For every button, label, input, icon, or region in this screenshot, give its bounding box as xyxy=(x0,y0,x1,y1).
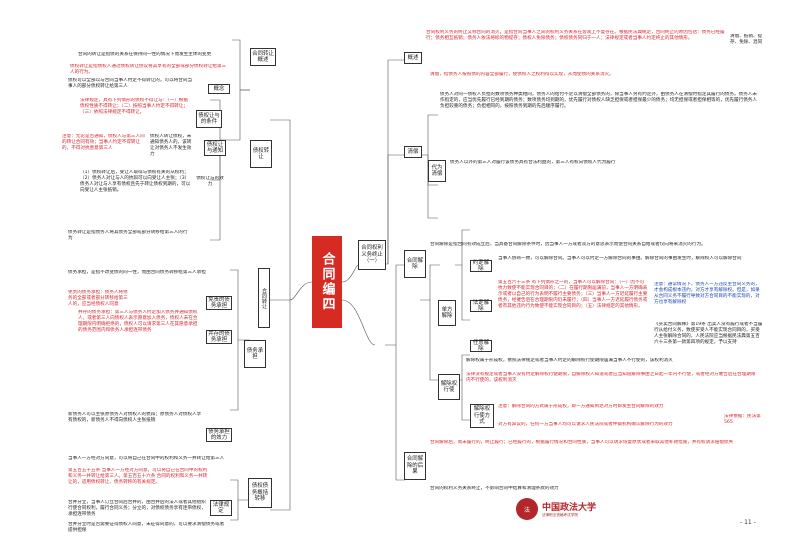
logo-subtitle: 法律职业资格考试学院 xyxy=(542,513,578,517)
text-conditions: 债权可以全部以与合同当事人约定不得转让的，可以将合同当事人的部分债权转让给第三人 xyxy=(68,78,193,89)
text-performance-red: 清偿，指债务人按照债的内容全部履行，使债权人之权利得以实现，从而使债的关系消灭。 xyxy=(430,72,614,77)
text-legal-provision: 合并分立，当事人订立合同后合并的，由合并后的法人或者其他组织行使合同权利，履行合… xyxy=(68,500,206,517)
text-rescission-method-basis: 法律依据：民法第565 xyxy=(724,414,761,425)
node-agreed-rescission: 约定解除 xyxy=(470,260,492,272)
text-rescission-method-objection: 对方有异议的，任何一方当事人均可以请求人民法院或者仲裁机构确认解除行为的效力 xyxy=(498,422,673,427)
text-statutory-rescission-red: 第五百六十三条 有下列情形之一的，当事人可以解除合同：（一）因不可抗力致使不能实… xyxy=(498,280,648,309)
node-arbitrary-rescission: 任意解除 xyxy=(470,340,492,352)
node-concept: 概念 xyxy=(208,84,230,94)
node-rescission-method: 解除权行使方式 xyxy=(470,404,494,428)
node-general-transfer: 债权债务概括转移 xyxy=(248,478,272,508)
node-proxy-performance: 代为清偿 xyxy=(428,160,446,182)
node-unilateral-rescission: 单方解除 xyxy=(438,300,456,326)
text-general-transfer-red: 第五百五十五条 当事人一方经对方同意，可以将自己在合同中的权利和义务一并转让给第… xyxy=(68,468,208,485)
text-conditions-red: 法律规定，具有下列情形的债权不得让与：（一）根据债权性质不得转让；（二）按照当事… xyxy=(80,98,188,115)
seal-icon: 法 xyxy=(516,498,538,520)
text-rescission-right: 解除权属于形成权，依照法律规定或者当事人约定的解除权行使期限届满当事人不行使的，… xyxy=(466,358,673,363)
node-statutory-rescission: 法定解除 xyxy=(470,300,492,312)
text-debt-definition: 债务转让是指债务人将其债务全部或部分转移给第三人的行为 xyxy=(68,230,188,241)
node-transfer-overview: 合同转让概述 xyxy=(250,48,276,66)
text-contract-rescission: 合同解除是指合同有效成立后，当具备合同解除条件时，因当事人一方或者双方的意思表示… xyxy=(430,242,706,247)
text-right-footer: 合同的权利义务关系终止，不影响合同中结算和清理条款的效力 xyxy=(430,486,559,491)
text-effect-red: 注意：无论是否通知，债权人与第三人间的转让合同有效；当事人约定不得转让的，不得对… xyxy=(62,134,145,151)
text-transfer-overview: 合同的转让是指债的关系在保持同一性的情况下而发生主体的变更 xyxy=(78,52,212,57)
node-contract-rescission: 合同解除 xyxy=(404,250,426,278)
node-rescission-right-exercise: 解除权行使 xyxy=(438,374,460,400)
text-claim-notice: 债权人转让债权，未通知债务人的，该转让对债务人不发生效力 xyxy=(150,134,192,157)
node-termination-overview: 概述 xyxy=(404,52,422,64)
central-topic: 合同编四 xyxy=(312,236,342,328)
logo-name: 中国政法大学 xyxy=(542,503,597,513)
node-contract-transfer: 合同转让 xyxy=(258,268,270,328)
text-claim-effect: （1）债权转让后，受让人取得与债权有关的从权利；（2）债务人对让与人的抗辩可以向… xyxy=(80,170,191,193)
node-assumption-effect: 债务承担的效力 xyxy=(206,428,232,442)
node-rescission-consequence: 合同解除的后果 xyxy=(404,452,426,480)
text-left-footer: 合并分立时是否需要征得债权人同意，未征得同意的，可以要求清偿债务或者提供担保 xyxy=(68,522,225,533)
node-performance: 清偿 xyxy=(404,146,422,158)
text-general-transfer: 当事人一方经对方同意，可以将自己在合同中的权利和义务一并转让给第三人 xyxy=(68,456,225,461)
text-proxy-performance: 债务人以外的第三人对履行该债务具有合法利益的，第三人有权向债权人代为履行 xyxy=(450,160,616,165)
text-coexist-assumption: 并存的债务承担：第三人与债务人约定加入债务并通知债权人，或者第三人向债权人表示愿… xyxy=(78,310,198,333)
text-rescission-right-red: 法律没有规定或者当事人没有约定解除权行使期限，自解除权人知道或者应当知道解除事由… xyxy=(466,372,756,383)
text-statutory-rescission-note: 注意：通常情况下，债务人一方违反主合同义务的，才会构成根本违约，对方才享有解除权… xyxy=(654,282,760,305)
text-claim-definition: 债权转让是指债权人通过债权转让协议将其享有的全部或部分债权转让给第三人的行为。 xyxy=(70,64,227,75)
text-agreed-rescission: 当事人协商一致，可以解除合同。当事人可以约定一方解除合同的事由。解除合同的事由发… xyxy=(498,256,742,261)
text-termination-causes: 清偿、抵销、提存、免除、混同 xyxy=(730,34,763,45)
page-number: - 11 - xyxy=(740,519,756,526)
node-claim-transfer: 债权转让 xyxy=(250,140,272,168)
text-rescission-method-red: 注意：解除合同的方式属于形成权，即一方通知到达对方时即发生合同解除的效力 xyxy=(498,404,664,409)
text-performance: 债务人对同一债权人负担的数项债务种类相同，债务人的给付不足以清偿全部债务的，除当… xyxy=(440,92,757,109)
node-coexist-assumption: 并存的债务承担 xyxy=(206,330,232,344)
node-legal-provision: 法律规定 xyxy=(210,500,232,516)
university-logo: 法 中国政法大学 法律职业资格考试学院 xyxy=(516,498,596,520)
node-exempt-assumption: 免责的债务承担 xyxy=(206,296,232,310)
text-exempt-assumption: 免责的债务承担：债务人将债务的全部或者部分转移给第三人的，应当经债权人同意 xyxy=(68,290,128,307)
text-rescission-consequence: 合同解除后，尚未履行的，终止履行；已经履行的，根据履行情况和合同性质，当事人可以… xyxy=(430,440,734,445)
text-assumption-effect: 新债务人可以主张原债务人对债权人的抗辩；原债务人对债权人享有债权的，新债务人不得… xyxy=(68,412,202,423)
node-termination: 合同权利义务终止（一） xyxy=(358,240,386,270)
node-debt-assumption: 债务承担 xyxy=(244,340,266,368)
node-claim-notice: 债权让与通知 xyxy=(204,140,226,156)
text-claim-effect-title: 债权让与的效力 xyxy=(196,176,224,187)
text-arbitrary-rescission: 《买卖合同解释》第19条 出卖人没有履行或者不当履行从给付义务，致使买受人不能实… xyxy=(654,322,763,345)
text-termination-overview: 合同权利义务的终止又称合同的消灭，是指合同当事人之间的权利义务关系在客观上不复存… xyxy=(426,30,725,41)
text-debt-concept: 债务承担，是指不改变债的同一性，而由合同债务转移给第三人承担 xyxy=(68,270,206,275)
node-claim-conditions: 债权让与的条件 xyxy=(196,110,222,128)
